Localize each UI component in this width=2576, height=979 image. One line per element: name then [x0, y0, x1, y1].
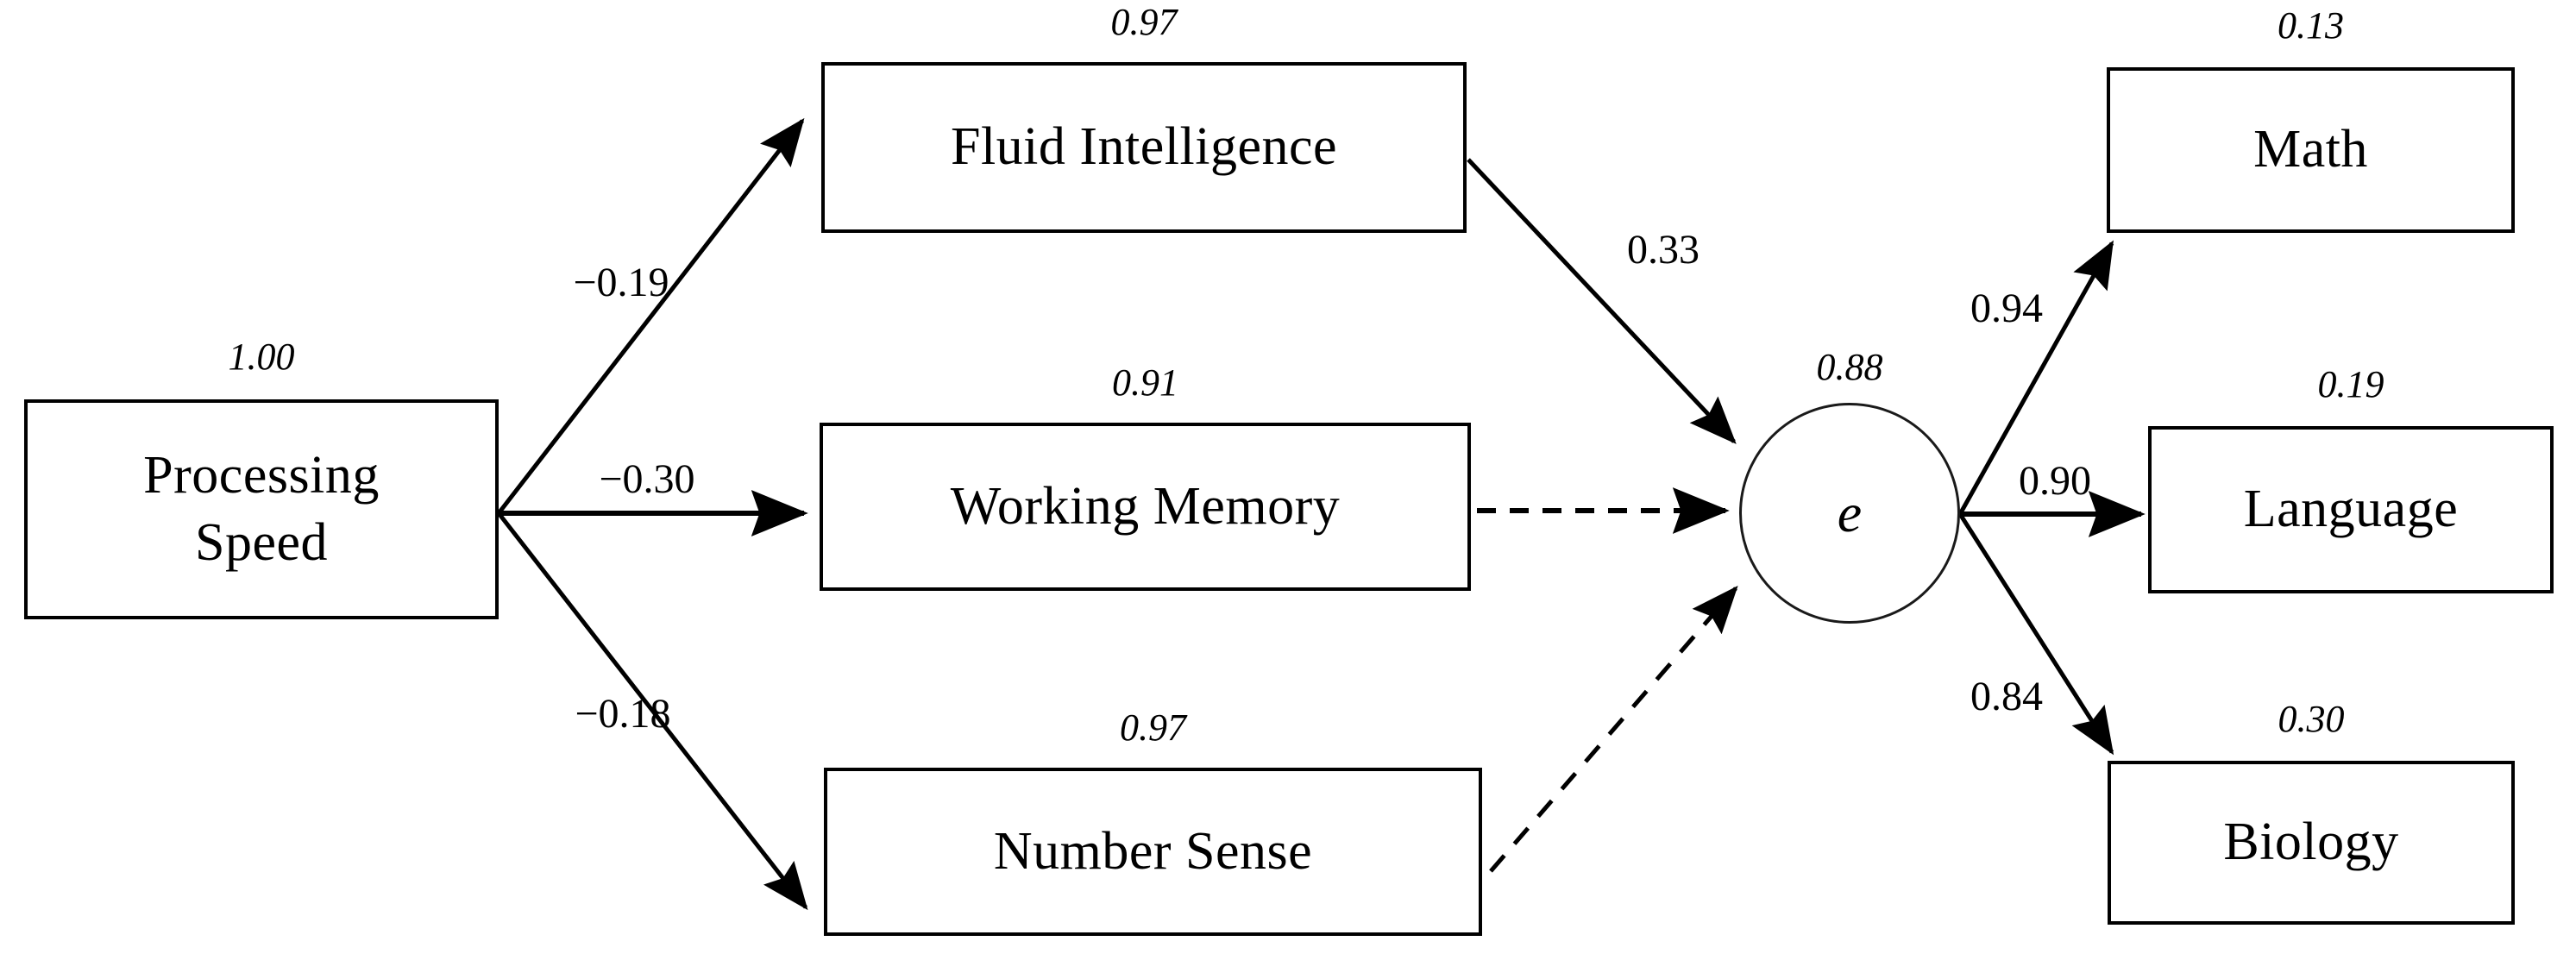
coef-label-ps-to-wm: −0.30 [599, 456, 695, 502]
path-arrow-ps-to-ns [497, 511, 808, 911]
node-working-memory[interactable]: Working Memory [820, 423, 1471, 591]
variance-label-number-sense: 0.97 [1120, 706, 1186, 749]
node-latent-e-label: e [1837, 482, 1863, 543]
node-biology[interactable]: Biology [2108, 761, 2515, 925]
variance-label-fluid-intelligence: 0.97 [1110, 1, 1178, 43]
path-arrow-ps-to-fluid [497, 117, 805, 515]
coef-label-e-to-language: 0.90 [2019, 458, 2091, 504]
variance-label-biology: 0.30 [2278, 698, 2345, 740]
node-math[interactable]: Math [2107, 67, 2515, 233]
variance-label-processing-speed: 1.00 [228, 336, 295, 378]
coef-label-e-to-math: 0.94 [1970, 286, 2043, 331]
node-fluid-intelligence-label: Fluid Intelligence [950, 117, 1338, 177]
node-language-label: Language [2243, 480, 2459, 539]
node-number-sense[interactable]: Number Sense [824, 768, 1482, 936]
node-processing-speed-label-line2: Speed [194, 512, 329, 572]
path-arrow-e-to-math [1957, 240, 2114, 516]
node-working-memory-label: Working Memory [950, 476, 1341, 536]
variance-label-language: 0.19 [2317, 363, 2384, 405]
node-biology-label: Biology [2223, 813, 2399, 872]
node-latent-e[interactable]: e [1739, 403, 1960, 624]
coef-label-ps-to-fluid: −0.19 [573, 260, 669, 305]
node-fluid-intelligence[interactable]: Fluid Intelligence [821, 62, 1467, 233]
path-arrow-e-to-biology [1957, 512, 2114, 756]
node-number-sense-label: Number Sense [993, 821, 1313, 881]
coef-label-e-to-biology: 0.84 [1970, 674, 2043, 719]
node-language[interactable]: Language [2148, 426, 2554, 593]
coef-label-ps-to-ns: −0.18 [575, 691, 671, 737]
variance-label-latent-e: 0.88 [1816, 346, 1883, 388]
node-processing-speed-label-line1: Processing [143, 446, 380, 505]
node-processing-speed[interactable]: Processing Speed [24, 399, 499, 619]
variance-label-working-memory: 0.91 [1112, 361, 1178, 404]
node-processing-speed-label: Processing Speed [143, 442, 380, 576]
path-arrow-ns-to-e-dashed [1489, 585, 1738, 873]
variance-label-math: 0.13 [2278, 4, 2344, 47]
path-arrow-fluid-to-e [1467, 158, 1737, 444]
node-math-label: Math [2253, 120, 2368, 179]
coef-label-fluid-to-e: 0.33 [1627, 227, 1700, 273]
